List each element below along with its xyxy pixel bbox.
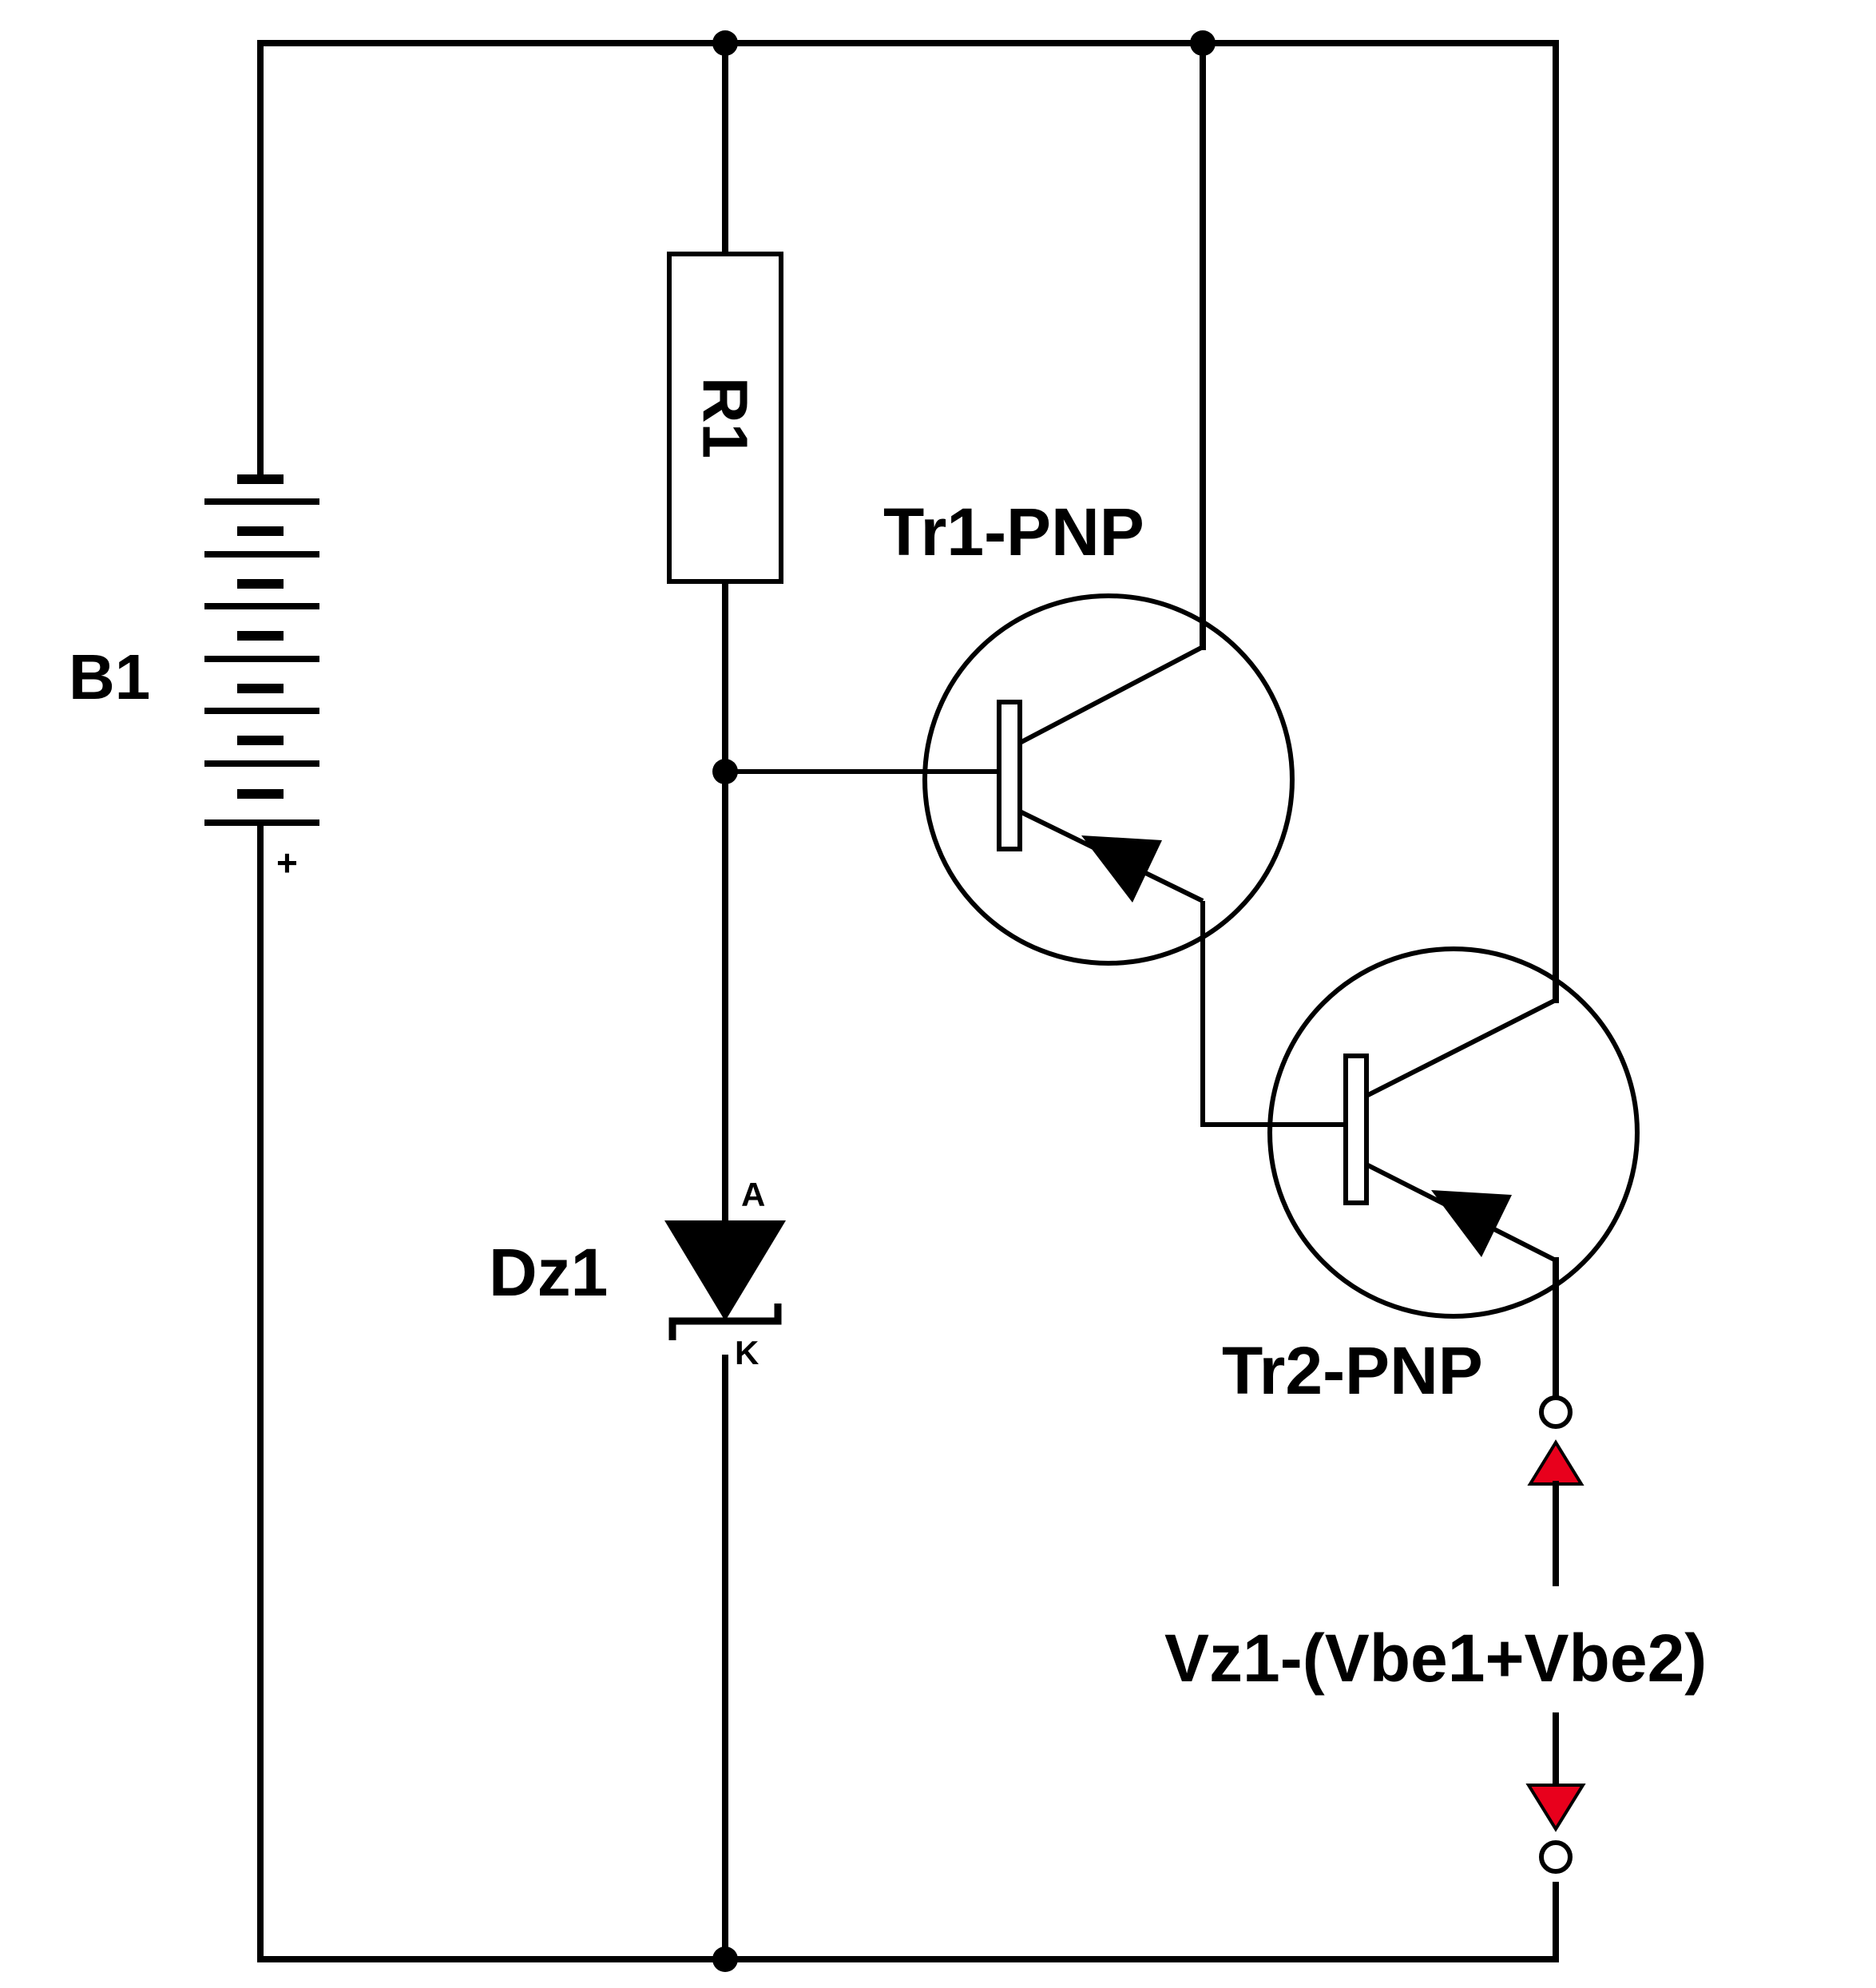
output-terminal-bottom — [1539, 1840, 1573, 1874]
junction-dots — [712, 30, 1216, 1972]
resistor-label: R1 — [690, 377, 761, 458]
output-terminal-top — [1539, 1395, 1573, 1429]
tr1-emitter-arrow-icon — [1081, 835, 1162, 903]
output-indicator — [1525, 1395, 1586, 1874]
battery-b1-symbol — [204, 468, 319, 834]
transistor-tr1-symbol — [922, 593, 1295, 966]
transistor2-label: Tr2-PNP — [1222, 1333, 1483, 1408]
tr2-emitter-arrow-icon — [1431, 1190, 1512, 1257]
voltage-arrow-up-icon — [1527, 1439, 1584, 1486]
junction-top-tr1 — [1190, 30, 1216, 56]
junction-tr1-base — [712, 759, 738, 784]
transistor-tr2-symbol — [1267, 946, 1640, 1319]
zener-dz1-symbol — [664, 1220, 786, 1340]
zener-anode-label: A — [741, 1176, 765, 1213]
voltage-arrow-down-icon — [1525, 1784, 1586, 1832]
junction-bottom — [712, 1946, 738, 1972]
junction-top-r1 — [712, 30, 738, 56]
zener-cathode-label: K — [735, 1334, 759, 1371]
battery-plus-sign: + — [276, 842, 298, 883]
zener-label: Dz1 — [489, 1235, 608, 1310]
transistor1-label: Tr1-PNP — [883, 494, 1144, 569]
resistor-r1-body — [667, 252, 783, 584]
output-voltage-label: Vz1-(Vbe1+Vbe2) — [1164, 1621, 1707, 1696]
battery-label: B1 — [69, 641, 150, 712]
